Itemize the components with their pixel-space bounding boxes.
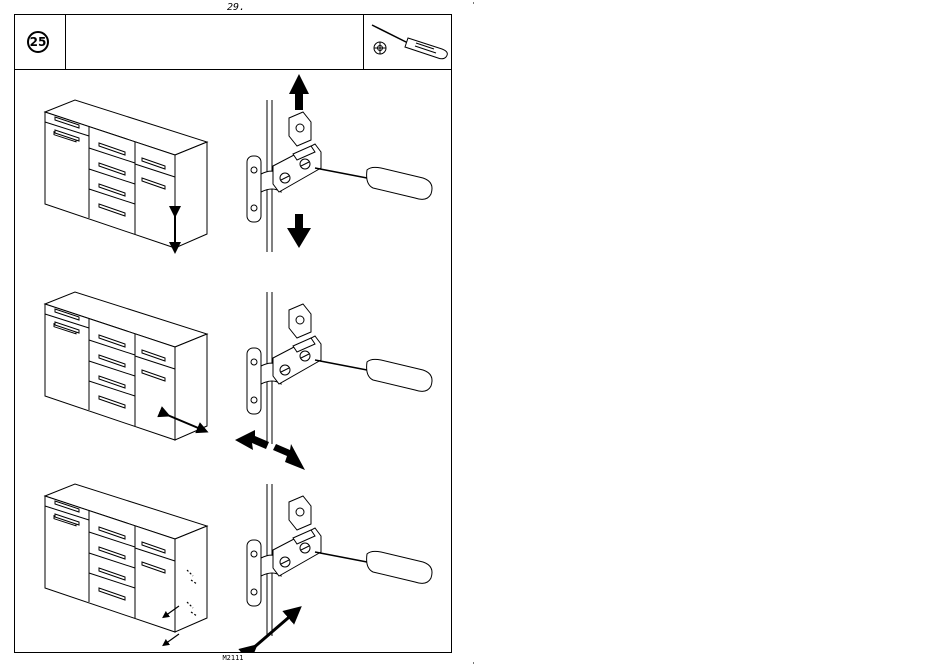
panel-vertical xyxy=(45,74,432,252)
crop-mark xyxy=(473,662,474,664)
down-arrow-icon xyxy=(287,214,311,248)
tool-cell xyxy=(363,15,452,69)
screwdriver-icon xyxy=(315,359,432,391)
page-number: 29. xyxy=(224,2,248,13)
step-cell: 25 xyxy=(15,15,66,69)
model-code: M2111 xyxy=(218,654,248,662)
sideboard-illustration xyxy=(45,100,207,248)
tool-illustration xyxy=(364,15,452,69)
screwdriver-icon xyxy=(315,551,432,583)
panel-lateral xyxy=(45,484,432,650)
header-row: 25 xyxy=(15,15,451,70)
right-arrow-icon xyxy=(273,444,305,470)
crop-mark xyxy=(473,2,474,4)
screwdriver-icon xyxy=(372,25,447,59)
hinge-illustration xyxy=(247,484,321,636)
instruction-frame: 25 xyxy=(14,14,452,653)
hinge-illustration xyxy=(247,292,321,444)
diagonal-arrow-icon xyxy=(251,612,295,650)
left-arrow-icon xyxy=(235,430,269,450)
adjustment-diagram xyxy=(15,70,451,652)
up-arrow-icon xyxy=(289,74,309,110)
screwdriver-icon xyxy=(315,167,432,199)
phillips-head-icon xyxy=(374,42,386,54)
sideboard-illustration xyxy=(45,484,207,632)
step-number-badge: 25 xyxy=(27,31,49,53)
panel-depth xyxy=(45,292,432,470)
sideboard-illustration xyxy=(45,292,207,440)
